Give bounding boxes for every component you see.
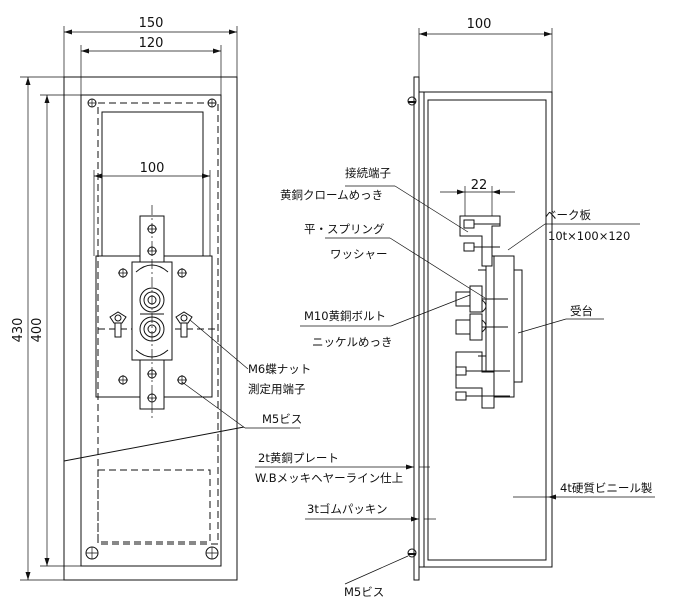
front-lower-dashed (97, 469, 211, 543)
label-terminal-line1: 接続端子 (345, 166, 391, 180)
dim-height-outer: 430 (11, 318, 26, 343)
plate-screw (177, 375, 187, 385)
label-plate-line1: 2t黄銅プレート (258, 451, 339, 465)
side-terminal-lower (455, 351, 495, 409)
label-cover: 4t硬質ビニール製 (560, 481, 653, 495)
front-inner-outline (80, 94, 222, 567)
label-screw-front: M5ビス (262, 412, 302, 426)
label-terminal-line2: 黄銅クロームめっき (280, 188, 383, 202)
front-outer-plate (63, 76, 238, 581)
side-bolt (463, 219, 500, 229)
plate-screw (118, 375, 128, 385)
front-cut-line (63, 426, 245, 462)
wing-nut (109, 311, 127, 338)
label-washer-line1: 平・スプリング (304, 222, 385, 236)
side-screw (407, 548, 417, 558)
label-bolt-line1: M10黄銅ボルト (304, 309, 386, 323)
side-packing (418, 91, 425, 568)
label-screw-side: M5ビス (344, 585, 384, 599)
side-front-plate (413, 76, 420, 581)
dim-width-outer: 150 (139, 16, 164, 31)
dim-terminal: 22 (471, 178, 488, 193)
front-view: 150 120 100 430 400 (11, 16, 300, 581)
side-bolt (463, 242, 500, 252)
side-view: 100 22 (255, 17, 655, 585)
plate-screw (177, 268, 187, 278)
corner-screw (85, 546, 99, 560)
wing-nut (175, 311, 193, 338)
label-wingnut-line1: M6蝶ナット (248, 362, 311, 376)
label-washer-line2: ワッシャー (330, 247, 388, 261)
corner-screw (205, 546, 219, 560)
dim-terminal-span: 100 (140, 161, 165, 176)
label-plate-line2: W.Bメッキヘヤーライン仕上 (255, 471, 403, 485)
label-bakelite-line2: 10t×100×120 (548, 229, 630, 243)
front-dashed-box (97, 102, 219, 545)
label-bakelite-line1: ベーク板 (545, 208, 591, 222)
dim-width-inner: 120 (139, 36, 164, 51)
callouts: 接続端子 黄銅クロームめっき 平・スプリング ワッシャー ベーク板 10t×10… (248, 166, 653, 599)
corner-screw (87, 98, 97, 108)
side-cover (424, 91, 553, 568)
plate-screw (118, 268, 128, 278)
label-packing: 3tゴムパッキン (307, 502, 387, 516)
side-bolt (455, 391, 510, 401)
corner-screw (207, 98, 217, 108)
dim-depth: 100 (467, 17, 492, 32)
side-screw (407, 96, 417, 106)
side-m10-bolt (455, 285, 508, 341)
dim-height-inner: 400 (30, 318, 45, 343)
side-bolt (455, 366, 510, 376)
label-wingnut-line2: 測定用端子 (248, 382, 306, 396)
label-bolt-line2: ニッケルめっき (312, 335, 393, 349)
label-base: 受台 (570, 304, 593, 318)
